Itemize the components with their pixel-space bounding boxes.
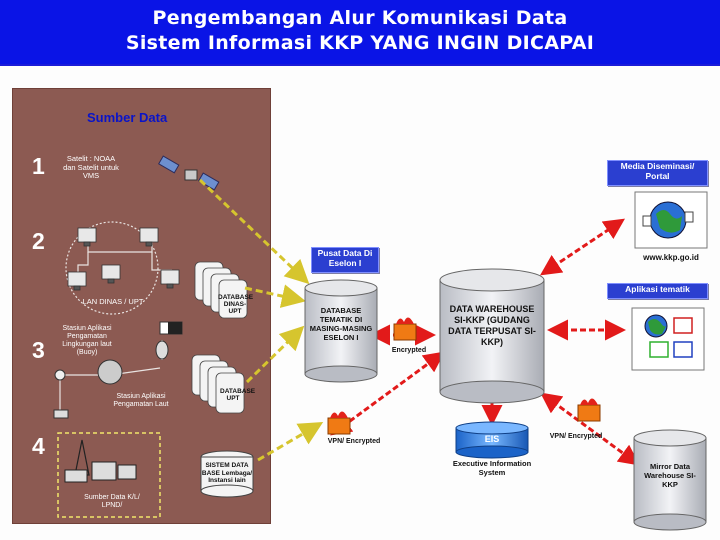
item-number-2: 2 — [32, 228, 45, 254]
item2-db-label: DATABASE DINAS-UPT — [218, 294, 254, 315]
item-number-4: 4 — [32, 433, 45, 459]
media-diseminasi-label: Media Diseminasi/ Portal — [607, 160, 708, 186]
computer-icons — [67, 227, 180, 291]
item3-label-top: Stasiun Aplikasi Pengamatan Lingkungan l… — [62, 325, 112, 356]
buoy-icon — [53, 321, 183, 419]
dashed-arrows — [198, 178, 324, 462]
firewall-icon-vpn-right — [577, 398, 601, 422]
item2-label: LAN DINAS / UPT — [82, 297, 144, 306]
item4-label: Sumber Data K/L/ LPND/ — [84, 494, 140, 509]
database-lembaga-icon — [200, 450, 254, 498]
aplikasi-tematik-label: Aplikasi tematik — [607, 283, 708, 299]
panel-network-lines — [59, 221, 172, 412]
mirror-warehouse-cylinder — [633, 429, 707, 531]
mirror-warehouse-label: Mirror Data Warehouse SI-KKP — [644, 462, 696, 489]
item-number-3: 3 — [32, 337, 45, 363]
data-warehouse-label: DATA WAREHOUSE SI-KKP (GUDANG DATA TERPU… — [448, 304, 536, 347]
pusat-data-label: Pusat Data Di Eselon I — [311, 247, 379, 273]
item3-db-label: DATABASE UPT — [220, 388, 256, 402]
database-tematik-cylinder — [304, 279, 378, 383]
item4-dashed-box — [57, 432, 161, 518]
firewall-icon-encrypted — [393, 317, 417, 341]
satellite-icon — [158, 155, 220, 191]
aplikasi-tematik-box — [631, 307, 705, 371]
eis-caption: Executive Information System — [452, 459, 532, 477]
title-bar: Pengembangan Alur Komunikasi Data Sistem… — [0, 0, 720, 64]
title-line-1: Pengembangan Alur Komunikasi Data — [152, 7, 568, 29]
tower-icon — [64, 439, 137, 483]
portal-globe-box — [634, 191, 708, 249]
database-stack-dinas — [194, 261, 248, 319]
portal-url: www.kkp.go.id — [643, 253, 699, 262]
item-number-1: 1 — [32, 153, 45, 179]
data-warehouse-cylinder — [439, 268, 545, 404]
item3-label-bottom: Stasiun Aplikasi Pengamatan Laut — [113, 393, 169, 408]
vpn-left-label: VPN/ Encrypted — [327, 438, 381, 445]
title-line-2: Sistem Informasi KKP YANG INGIN DICAPAI — [125, 32, 595, 54]
database-tematik-label: DATABASE TEMATIK DI MASING-MASING ESELON… — [309, 306, 373, 342]
encrypted-label: Encrypted — [391, 347, 427, 354]
database-stack-upt — [191, 354, 245, 414]
item1-label: Satelit : NOAA dan Satelit untuk VMS — [63, 154, 119, 180]
vpn-right-label: VPN/ Encrypted — [549, 433, 603, 440]
item4-db-label: SISTEM DATA BASE Lembaga/ Instansi lain — [201, 462, 253, 484]
panel-heading: Sumber Data — [87, 110, 168, 125]
eis-cylinder — [455, 421, 529, 459]
eis-label: EIS — [484, 434, 500, 444]
firewall-icon-vpn-left — [327, 411, 351, 435]
